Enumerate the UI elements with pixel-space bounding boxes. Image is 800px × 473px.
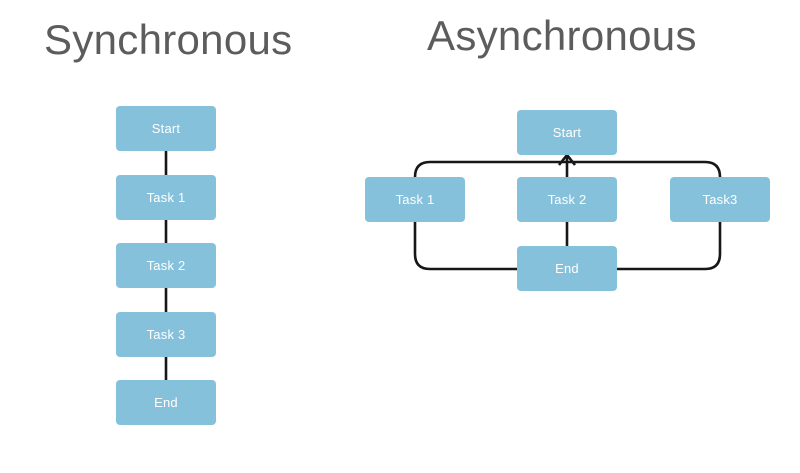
node-label: Start: [552, 125, 582, 140]
panel-title-asynchronous: Asynchronous: [427, 12, 697, 59]
node-async-task2[interactable]: Task 2: [517, 177, 617, 222]
connector-async-start-task1: [413, 160, 567, 178]
node-sync-task3[interactable]: Task 3: [116, 312, 216, 357]
node-sync-task1[interactable]: Task 1: [116, 175, 216, 220]
node-async-task3[interactable]: Task3: [670, 177, 770, 222]
node-sync-task2[interactable]: Task 2: [116, 243, 216, 288]
node-label: Task3: [702, 192, 738, 207]
node-label: Task 1: [395, 192, 435, 207]
node-async-start[interactable]: Start: [517, 110, 617, 155]
node-label: Start: [151, 121, 181, 136]
node-label: Task 3: [146, 327, 186, 342]
node-label: Task 2: [146, 258, 186, 273]
node-label: End: [154, 395, 178, 410]
panel-title-synchronous: Synchronous: [44, 16, 293, 63]
node-sync-end[interactable]: End: [116, 380, 216, 425]
connector-async-task3-end: [617, 222, 722, 271]
node-label: Task 1: [146, 190, 186, 205]
connector-async-task1-end: [413, 222, 517, 271]
node-label: End: [555, 261, 579, 276]
node-sync-start[interactable]: Start: [116, 106, 216, 151]
node-async-task1[interactable]: Task 1: [365, 177, 465, 222]
node-label: Task 2: [547, 192, 587, 207]
arrow-head-into-start: [557, 152, 577, 166]
connector-async-start-task3: [567, 160, 722, 178]
node-async-end[interactable]: End: [517, 246, 617, 291]
